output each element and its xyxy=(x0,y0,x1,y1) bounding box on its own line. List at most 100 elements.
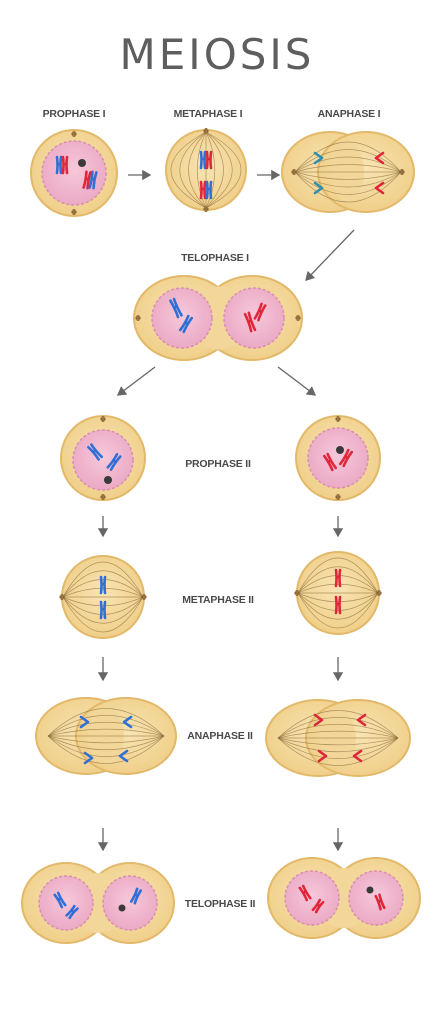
chromosome xyxy=(352,749,363,763)
spindle-fiber xyxy=(297,592,379,629)
centromere xyxy=(184,321,189,326)
centromere xyxy=(84,177,90,181)
centriole xyxy=(292,169,296,175)
chromosome xyxy=(53,891,67,909)
spindle-fiber xyxy=(277,723,399,739)
chromatid xyxy=(356,713,367,727)
spindle-fiber xyxy=(297,575,379,594)
centromere xyxy=(344,455,349,460)
chromosome xyxy=(199,180,207,200)
nucleolus xyxy=(366,886,374,894)
centriole xyxy=(72,209,76,215)
chromatid xyxy=(313,151,324,165)
centriole xyxy=(296,315,300,321)
chromosome xyxy=(313,151,324,165)
centriole xyxy=(60,594,64,600)
spindle-fiber xyxy=(47,715,165,737)
spindle-fiber xyxy=(196,131,207,209)
chromosome xyxy=(79,715,90,729)
page-title: MEIOSIS xyxy=(119,30,315,79)
centromere xyxy=(377,899,382,903)
cell-prophase-2-left xyxy=(60,415,146,501)
chromosome xyxy=(55,155,63,175)
chromosome xyxy=(205,150,213,170)
chromosome xyxy=(169,297,183,319)
spindle-fiber xyxy=(62,587,144,598)
spindle-fiber xyxy=(294,149,402,173)
centromere xyxy=(90,177,96,181)
chromosome xyxy=(374,151,385,165)
cell-prophase-1 xyxy=(30,129,118,217)
spindle-fiber xyxy=(179,131,207,209)
cell-metaphase-2-right xyxy=(294,551,382,635)
spindle-fiber xyxy=(47,735,165,764)
spindle-fiber xyxy=(62,561,144,598)
spindle-fiber xyxy=(62,596,144,607)
spindle-fiber xyxy=(205,131,242,209)
centromere xyxy=(134,893,139,898)
cell-telophase-1 xyxy=(133,275,303,361)
chromatid xyxy=(317,749,328,763)
nucleus xyxy=(102,875,158,931)
chromosome xyxy=(82,170,92,190)
chromatid xyxy=(374,151,385,165)
chromosome xyxy=(106,452,122,472)
centriole xyxy=(377,590,381,596)
chromatid xyxy=(374,181,385,195)
cell-telophase-2-left xyxy=(21,862,175,944)
chromosome xyxy=(374,893,386,911)
chromosome xyxy=(313,181,324,195)
centromere xyxy=(92,448,97,454)
spindle-fiber xyxy=(294,171,402,188)
spindle-fiber xyxy=(277,737,399,759)
centromere xyxy=(173,305,178,310)
spindle-fiber xyxy=(277,737,399,766)
spindle-fiber xyxy=(62,596,144,624)
spindle-fiber xyxy=(277,710,399,739)
chromatid xyxy=(79,715,90,729)
spindle-fiber xyxy=(294,164,402,173)
chromosome xyxy=(87,443,103,461)
spindle-fiber xyxy=(205,131,233,209)
chromatid xyxy=(122,715,133,729)
spindle-fiber xyxy=(170,131,207,209)
spindle-fiber xyxy=(188,131,207,209)
arrow-anaphase-to-telophase-1 xyxy=(305,229,355,281)
nucleus xyxy=(307,427,369,489)
chromosome xyxy=(99,575,107,595)
spindle-fiber xyxy=(297,566,379,594)
label-anaphase-1: ANAPHASE I xyxy=(317,108,381,120)
chromosome xyxy=(317,749,328,763)
spindle-fiber xyxy=(294,156,402,173)
cell-prophase-2-right xyxy=(295,415,381,501)
nucleus xyxy=(151,287,213,349)
nucleolus xyxy=(336,446,344,454)
nucleus xyxy=(38,875,94,931)
chromosome xyxy=(356,713,367,727)
centriole xyxy=(400,169,404,175)
spindle-fiber xyxy=(297,583,379,594)
spindle-fiber xyxy=(297,592,379,611)
spindle-fiber xyxy=(294,141,402,173)
centriole xyxy=(204,206,208,212)
centromere xyxy=(112,459,117,464)
centromere xyxy=(247,319,252,323)
centriole xyxy=(136,315,140,321)
chromosome xyxy=(243,311,257,333)
chromosome xyxy=(199,150,207,170)
label-prophase-2: PROPHASE II xyxy=(185,458,251,470)
label-telophase-1: TELOPHASE I xyxy=(181,252,249,264)
spindle-fiber xyxy=(294,171,402,180)
chromosome xyxy=(65,904,79,920)
centriole xyxy=(142,594,146,600)
spindle-fiber xyxy=(297,557,379,594)
chromatid xyxy=(83,751,94,765)
centromere xyxy=(316,903,321,908)
spindle-fiber xyxy=(277,730,399,739)
spindle-fiber xyxy=(277,737,399,753)
chromosome xyxy=(334,595,342,615)
chromosome xyxy=(178,314,194,334)
label-metaphase-1: METAPHASE I xyxy=(173,108,243,120)
chromosome xyxy=(88,170,98,190)
